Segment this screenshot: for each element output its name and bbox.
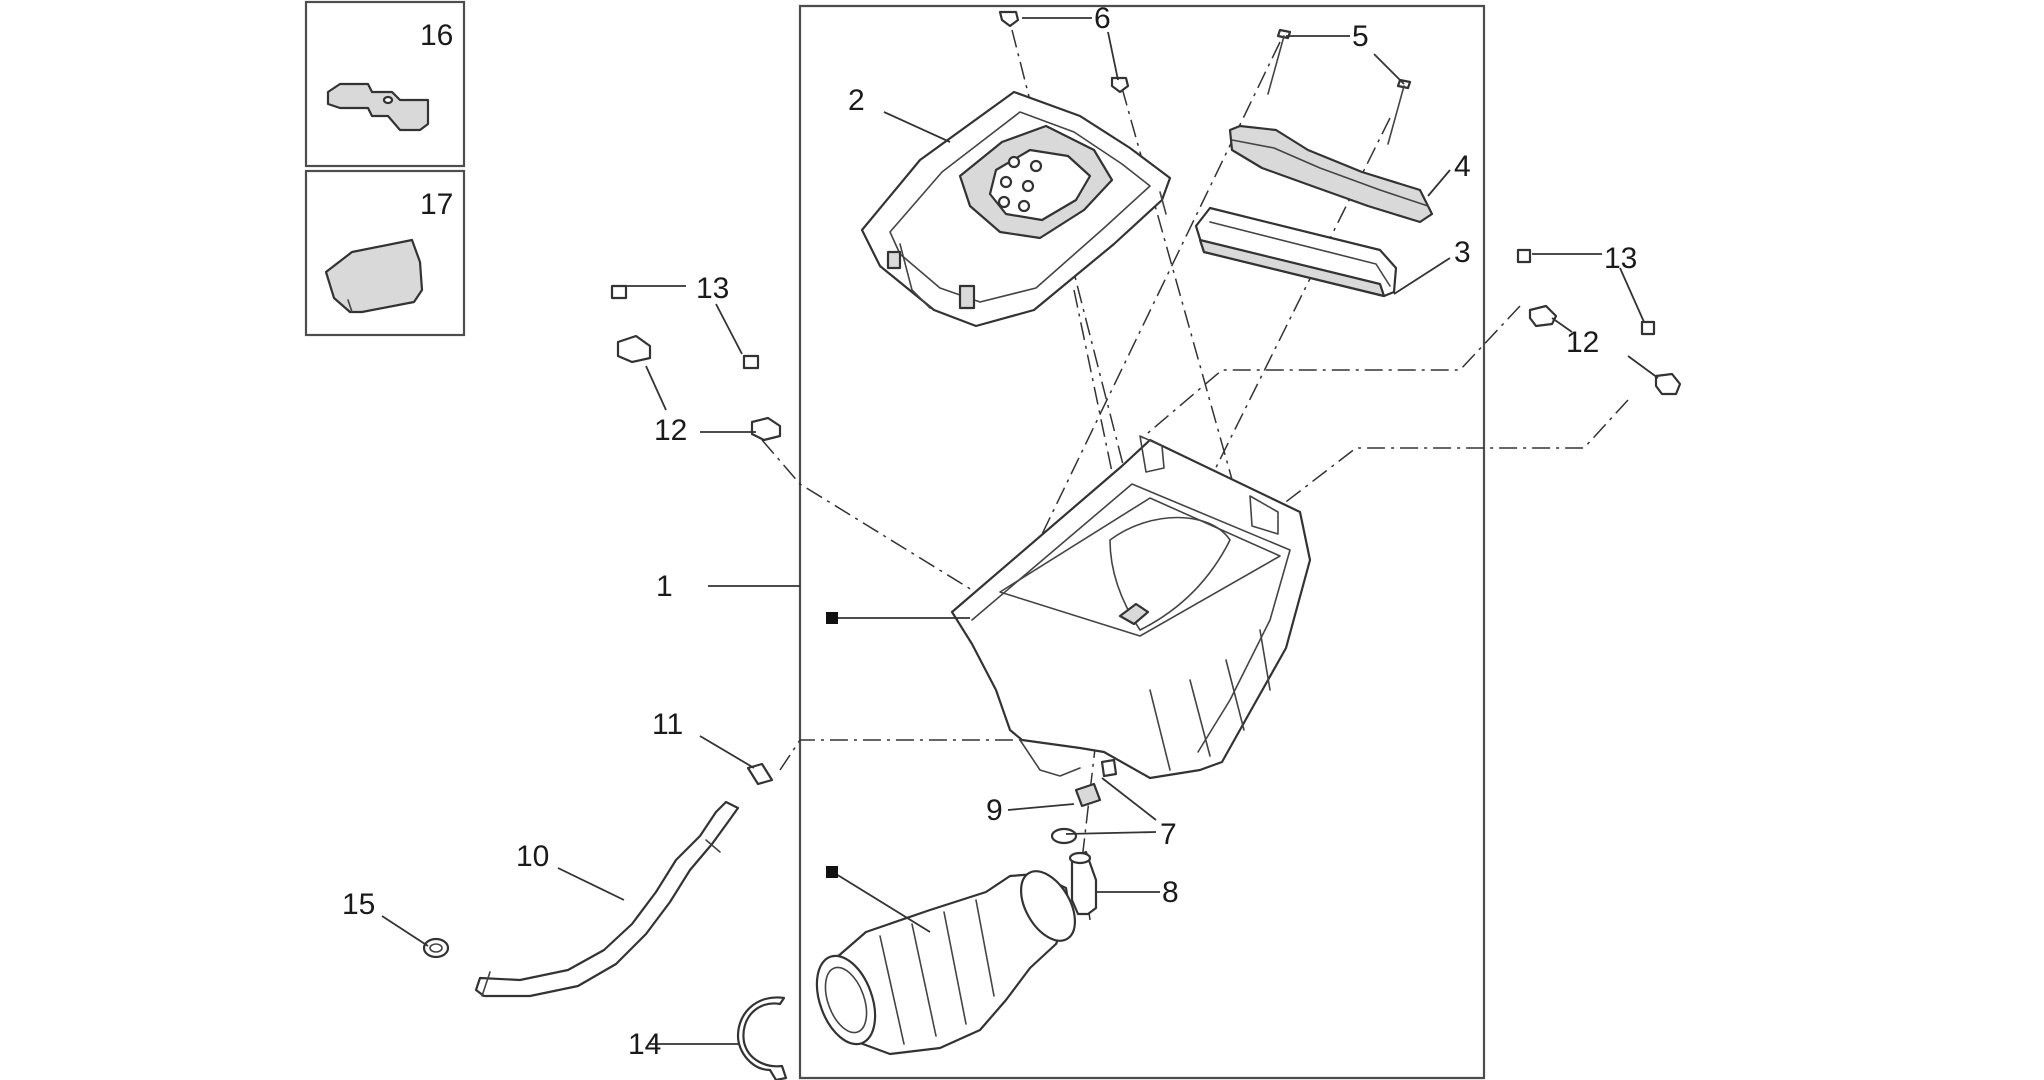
callout-4: 4: [1454, 150, 1471, 183]
inset-box-17: [304, 169, 466, 337]
intake-duct-part-14-assembly: [736, 870, 1077, 1080]
callout-3: 3: [1454, 236, 1471, 269]
sleeve-part-9: [1074, 782, 1102, 808]
callout-10: 10: [516, 840, 549, 873]
bracket-part-4: [1228, 124, 1434, 224]
callout-6: 6: [1094, 2, 1111, 35]
airbox-body-part-1: [950, 435, 1312, 780]
screw-part-6: [998, 10, 1130, 94]
assembly-frame: [798, 4, 1486, 1080]
callout-14: 14: [628, 1028, 661, 1061]
connector-part-11: [746, 762, 774, 786]
callout-5: 5: [1352, 20, 1369, 53]
hose-part-10: [474, 800, 740, 998]
clamp-part-15: [422, 937, 450, 959]
callout-7: 7: [1160, 818, 1177, 851]
bracket-16-part: [326, 82, 430, 132]
callout-2: 2: [848, 84, 865, 117]
leader-lines: [381, 17, 1659, 1045]
bolt-part-13-right: [1516, 248, 1656, 336]
callout-13-right: 13: [1604, 242, 1637, 275]
callout-13-left: 13: [696, 272, 729, 305]
callout-1: 1: [656, 570, 673, 603]
marker-square-body: [826, 612, 838, 624]
callout-9: 9: [986, 794, 1003, 827]
pad-17-part: [324, 238, 424, 314]
callout-16: 16: [420, 19, 453, 52]
airbox-lid-part-2: [860, 90, 1172, 328]
bolt-part-5: [1267, 28, 1412, 145]
bolt-part-13-left: [610, 284, 760, 370]
plug-part-8: [1068, 850, 1098, 916]
nut-clip-part-12-left: [616, 334, 782, 442]
callout-15: 15: [342, 888, 375, 921]
callout-12-left: 12: [654, 414, 687, 447]
clip-part-7: [1050, 758, 1118, 845]
marker-square-duct: [826, 866, 838, 878]
callout-11: 11: [652, 708, 683, 741]
callout-12-right: 12: [1566, 326, 1599, 359]
filter-part-3: [1194, 206, 1398, 298]
callout-8: 8: [1162, 876, 1179, 909]
inset-box-16: [304, 0, 466, 168]
callout-17: 17: [420, 188, 453, 221]
nut-clip-part-12-right: [1528, 304, 1682, 396]
